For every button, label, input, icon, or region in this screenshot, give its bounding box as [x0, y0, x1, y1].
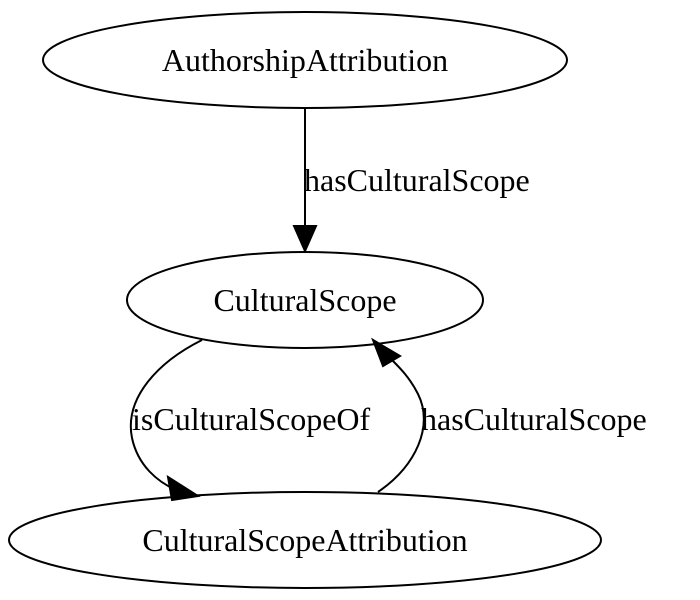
- edge-attribution-to-scope: hasCulturalScope: [371, 337, 647, 493]
- edge-scope-to-attribution-label: isCulturalScopeOf: [132, 401, 371, 437]
- edge-scope-to-attribution-arrowhead: [166, 474, 201, 502]
- edge-attribution-to-scope-line: [377, 359, 425, 493]
- edge-authorship-to-scope: hasCulturalScope: [292, 108, 530, 254]
- node-cultural-scope-label: CulturalScope: [213, 282, 396, 318]
- edge-attribution-to-scope-arrowhead: [371, 337, 402, 368]
- edge-attribution-to-scope-label: hasCulturalScope: [421, 401, 647, 437]
- edge-authorship-to-scope-label: hasCulturalScope: [304, 162, 530, 198]
- node-cultural-scope-attribution-label: CulturalScopeAttribution: [142, 522, 467, 558]
- node-cultural-scope-attribution-shape: [8, 491, 602, 589]
- node-authorship-attribution-label: AuthorshipAttribution: [162, 42, 448, 78]
- node-cultural-scope: CulturalScope: [126, 251, 484, 349]
- node-cultural-scope-attribution: CulturalScopeAttribution: [8, 491, 602, 589]
- edge-scope-to-attribution-line: [129, 339, 203, 491]
- edge-scope-to-attribution: isCulturalScopeOf: [129, 339, 371, 502]
- edge-authorship-to-scope-arrowhead: [292, 225, 318, 254]
- node-authorship-attribution: AuthorshipAttribution: [42, 11, 568, 109]
